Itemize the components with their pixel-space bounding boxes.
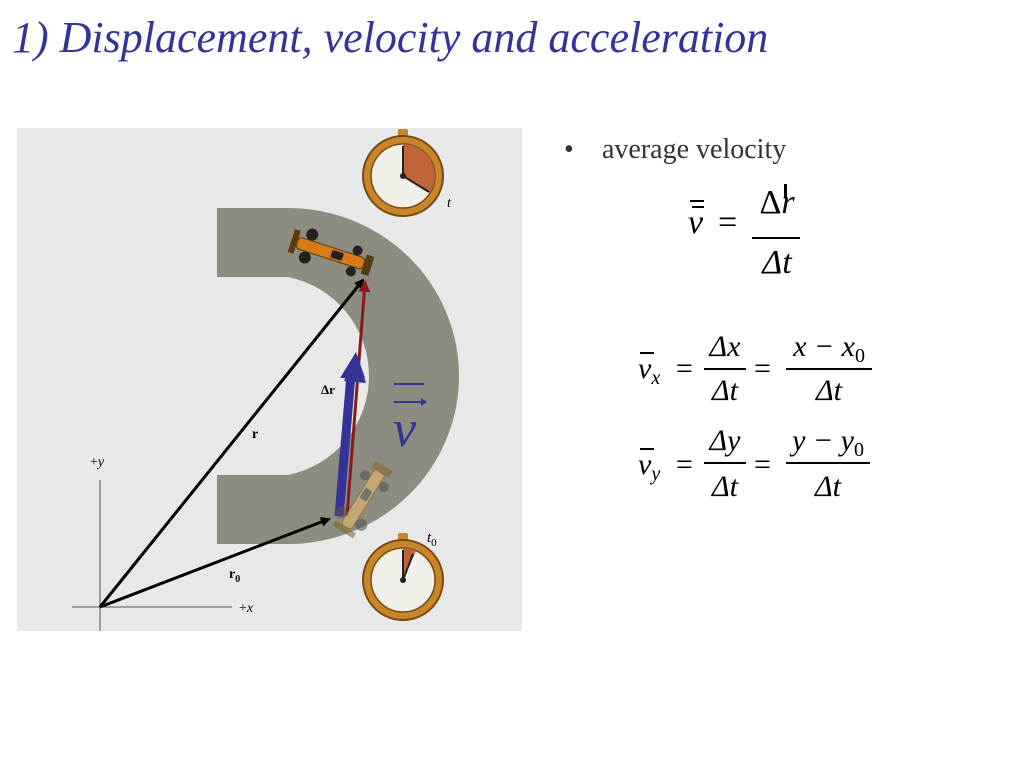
eq1-vector-mark: [784, 184, 787, 198]
bullet-dot: •: [564, 134, 574, 165]
stopwatch-t0: [362, 533, 444, 621]
eq1-equals: =: [718, 204, 738, 241]
eq1-lhs-bar: [690, 200, 704, 202]
eq1-lhs-arrow: [692, 206, 704, 208]
r0-label: r0: [229, 567, 240, 585]
eq3-equals-1: =: [676, 448, 693, 481]
delta-r-vector: [345, 280, 371, 517]
eq3-lhs-bar: [640, 448, 654, 450]
eq2-fraction-bar-2: [786, 368, 872, 370]
t0-label: t0: [427, 530, 437, 549]
race-track: [217, 208, 459, 544]
eq1-numerator: Δr: [759, 184, 795, 221]
eq2-denominator-2: Δt: [816, 374, 842, 407]
race-track-figure: t t0 Δr r r0 +y +x v: [17, 128, 522, 631]
plus-x-label: +x: [239, 601, 254, 616]
average-velocity-arrow-shaft: [334, 374, 356, 517]
eq3-equals-2: =: [754, 448, 771, 481]
bullet-text: average velocity: [602, 134, 787, 165]
r0-vector: [99, 517, 331, 609]
eq2-fraction-bar-1: [704, 368, 746, 370]
eq3-denominator-2: Δt: [815, 470, 841, 503]
eq3-lhs: vy: [638, 448, 661, 485]
bullet-average-velocity: • average velocity: [564, 134, 786, 166]
average-velocity-arrow-head: [340, 352, 365, 378]
eq3-fraction-bar-1: [704, 462, 746, 464]
eq2-equals-2: =: [754, 352, 771, 385]
eq2-lhs: vx: [638, 352, 661, 389]
r-vector: [98, 278, 365, 608]
stopwatch-t: [362, 129, 444, 217]
v-symbol: v: [393, 401, 417, 458]
delta-r-label: Δr: [321, 382, 335, 397]
eq1-fraction-bar: [752, 237, 800, 239]
race-car-at-t0: [332, 460, 393, 539]
eq3-fraction-bar-2: [786, 462, 870, 464]
eq2-denominator-1: Δt: [712, 374, 738, 407]
r-label: r: [252, 427, 258, 442]
equation-velocity-y: vy = Δy Δt = y − y0 Δt: [636, 424, 886, 514]
equation-average-velocity: v = Δr Δt: [686, 184, 826, 290]
race-car-at-t: [287, 228, 375, 277]
eq1-denominator: Δt: [762, 244, 792, 281]
eq3-numerator-1: Δy: [709, 424, 741, 457]
eq3-numerator-2: y − y0: [792, 424, 864, 461]
eq2-numerator-2: x − x0: [793, 330, 865, 367]
eq1-lhs: v: [688, 204, 704, 241]
v-vector-arrow-head: [421, 398, 427, 406]
slide-title: 1) Displacement, velocity and accelerati…: [12, 13, 769, 62]
eq2-equals-1: =: [676, 352, 693, 385]
eq2-numerator-1: Δx: [709, 330, 741, 363]
equation-velocity-x: vx = Δx Δt = x − x0 Δt: [636, 330, 886, 420]
eq3-denominator-1: Δt: [712, 470, 738, 503]
plus-y-label: +y: [90, 455, 105, 470]
eq2-lhs-bar: [640, 352, 654, 354]
t-label: t: [447, 196, 452, 211]
